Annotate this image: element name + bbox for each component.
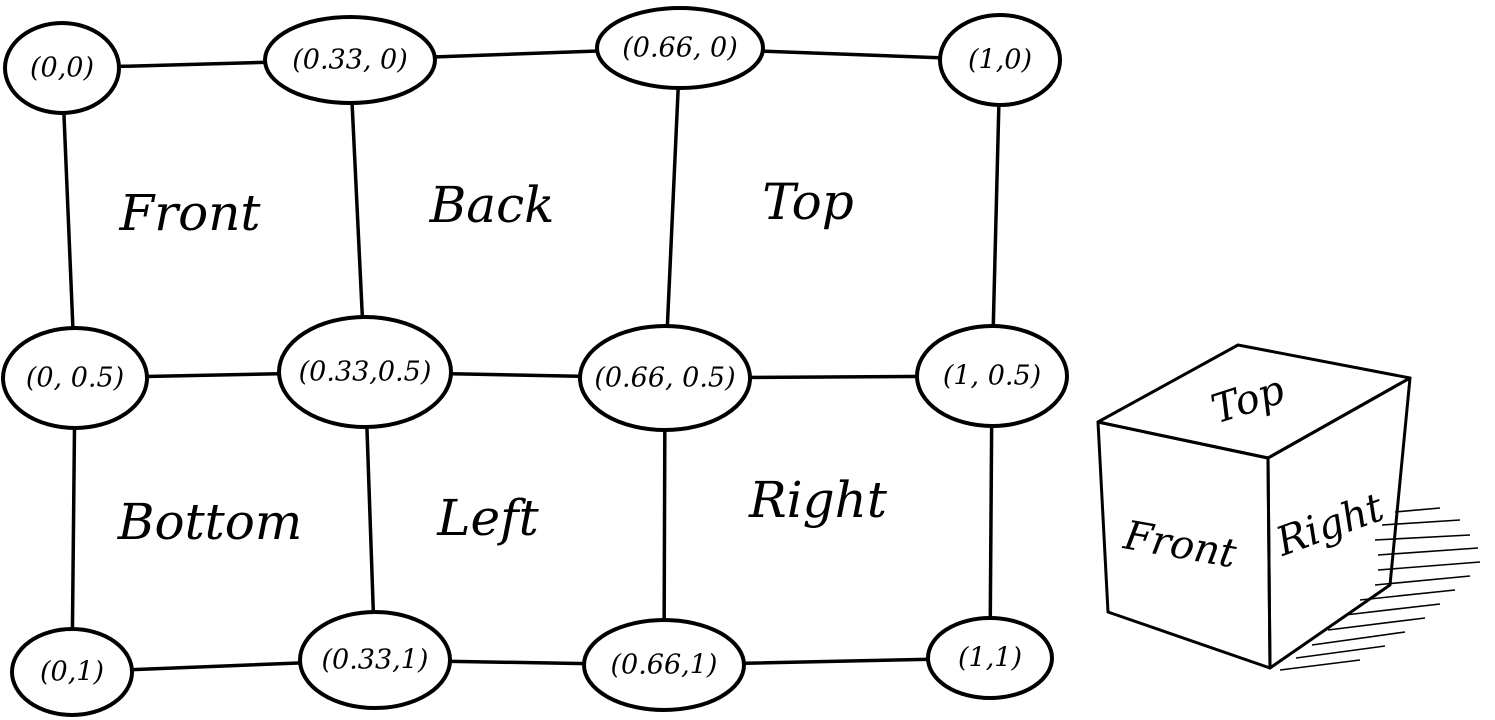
cube-label-top: Top — [1206, 367, 1290, 433]
node-label: (0.33,1) — [322, 645, 429, 676]
face-label-front: Front — [119, 184, 262, 242]
grid-node: (1,1) — [926, 616, 1054, 700]
face-labels: Front Back Top Bottom Left Right — [117, 173, 888, 551]
grid-node: (1,0) — [938, 13, 1062, 107]
cube-label-right: Right — [1269, 484, 1390, 566]
node-label: (1,0) — [968, 45, 1032, 76]
grid-node: (0,0) — [3, 21, 121, 115]
grid-nodes: (0,0) (0.33, 0) (0.66, 0) (1,0) (0, 0.5)… — [1, 6, 1069, 717]
edge-v-col3-a — [990, 58, 1002, 378]
grid-node: (0.33, 0) — [263, 15, 437, 105]
grid-node: (0.66,1) — [582, 618, 746, 712]
cube-right-face — [1266, 376, 1412, 670]
cube-sketch: Top Front Right — [1096, 343, 1481, 671]
grid-node: (0.66, 0) — [595, 6, 765, 90]
grid-node: (0, 0.5) — [1, 326, 149, 430]
node-label: (1, 0.5) — [943, 361, 1041, 392]
node-label: (0,0) — [30, 53, 94, 84]
grid-node: (0,1) — [10, 627, 134, 717]
grid-edges — [60, 46, 1002, 674]
grid-node: (1, 0.5) — [915, 324, 1069, 428]
node-label: (0.33, 0) — [292, 45, 408, 76]
face-label-right: Right — [748, 471, 888, 529]
face-label-top: Top — [762, 173, 854, 231]
node-label: (0,1) — [40, 657, 104, 688]
node-label: (0, 0.5) — [26, 363, 124, 394]
node-label: (0.33,0.5) — [299, 357, 432, 388]
node-label: (0.66, 0) — [622, 33, 738, 64]
cube-label-front: Front — [1119, 512, 1240, 577]
node-label: (0.66, 0.5) — [594, 363, 735, 394]
node-label: (0.66,1) — [611, 650, 718, 681]
grid-node: (0.33,0.5) — [277, 315, 453, 429]
grid-node: (0.66, 0.5) — [578, 324, 752, 432]
face-label-back: Back — [429, 176, 555, 234]
node-label: (1,1) — [958, 643, 1022, 674]
face-label-bottom: Bottom — [117, 493, 303, 551]
grid-node: (0.33,1) — [298, 610, 452, 710]
edge-v-col2-a — [663, 46, 682, 380]
face-label-left: Left — [436, 489, 539, 547]
